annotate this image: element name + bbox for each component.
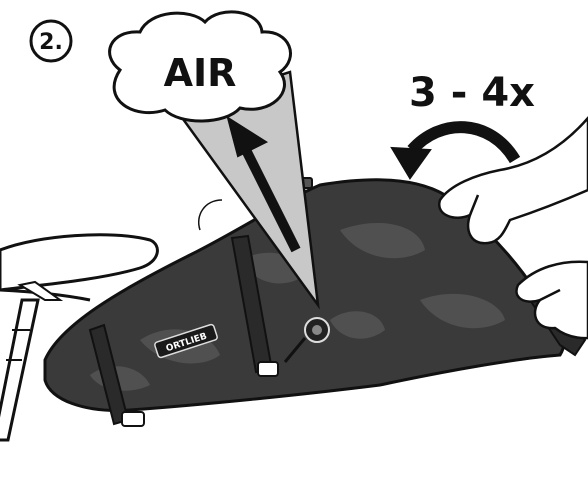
- step-number: 2.: [39, 30, 63, 55]
- bag-hook: [199, 200, 222, 230]
- air-label: AIR: [164, 51, 237, 95]
- air-cloud: AIR: [110, 12, 291, 121]
- step-badge: 2.: [31, 21, 71, 61]
- bike-seatpost: [0, 300, 38, 440]
- repeat-count: 3 - 4x: [409, 70, 535, 116]
